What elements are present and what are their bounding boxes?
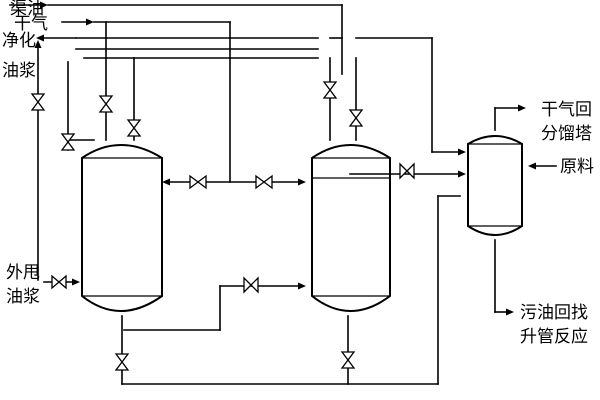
middle-vessel	[311, 144, 391, 312]
dry-gas-feed-arrow	[86, 18, 94, 26]
left-vessel	[81, 144, 163, 312]
external-slurry-arrow	[72, 278, 80, 286]
label-dry-gas-return: 干气回	[541, 100, 592, 120]
label-external-throw: 外甩	[6, 263, 40, 283]
transfer-arrow-left	[162, 178, 170, 186]
valve-left-outlet	[30, 93, 46, 111]
label-dry-gas-in: 干气	[14, 14, 48, 34]
valve-left-dry-gas	[98, 95, 114, 113]
overhead-to-drum-arrow	[458, 148, 466, 156]
label-slurry-oil-out: 油浆	[2, 61, 36, 81]
dry-gas-return-arrow	[518, 104, 526, 112]
valve-external-slurry	[51, 274, 67, 290]
valve-transfer-2	[255, 174, 273, 190]
purify-outlet-arrow	[36, 34, 44, 42]
right-vessel	[467, 135, 523, 236]
valve-transfer-1	[189, 174, 207, 190]
valve-middle-feed	[243, 276, 259, 294]
label-slurry-oil-in: 渠油	[10, 0, 44, 19]
label-dirty-oil-return: 污油回找	[520, 303, 588, 323]
drum-feed-arrow	[458, 170, 466, 178]
valve-drum-feed	[399, 162, 415, 180]
valve-middle-bottom	[340, 351, 356, 369]
valve-left-bottom	[114, 353, 130, 371]
middle-feed-arrow	[298, 282, 306, 290]
label-purify: 净化	[2, 31, 36, 51]
slurry-oil-feed-arrow	[40, 1, 48, 9]
valve-left-oil	[126, 119, 142, 137]
valve-left-vent	[60, 133, 76, 151]
raw-material-arrow	[528, 162, 536, 170]
label-raw-material: 原料	[560, 157, 594, 177]
transfer-arrow-right	[298, 178, 306, 186]
valve-middle-oil	[348, 109, 364, 127]
label-fractionator: 分馏塔	[541, 124, 592, 144]
label-external-slurry: 油浆	[6, 287, 40, 307]
slurry-oil-outlet-arrow	[34, 40, 42, 48]
valve-middle-dry-gas	[322, 81, 338, 99]
dirty-oil-arrow	[506, 308, 514, 316]
label-riser-reactor: 升管反应	[520, 327, 588, 347]
